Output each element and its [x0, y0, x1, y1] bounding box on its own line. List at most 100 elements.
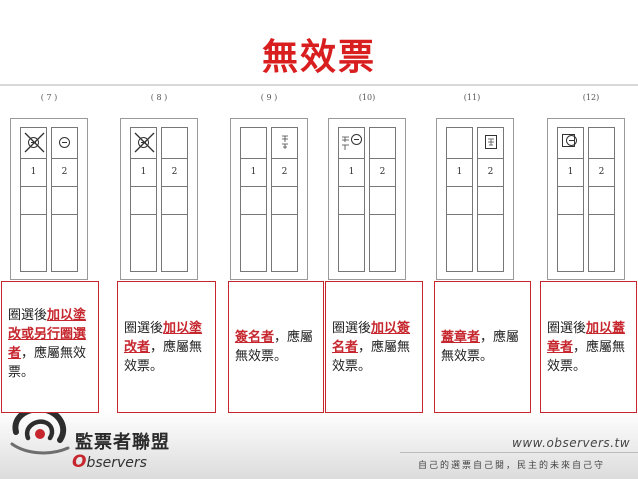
cross-out-icon [134, 132, 155, 153]
candidate-number: 1 [131, 158, 156, 187]
ballot-label-8: ( 8 ) [150, 93, 168, 102]
candidate-number: 1 [241, 158, 266, 187]
candidate-number: 2 [52, 158, 77, 187]
note-prefix: 圈選後 [332, 320, 372, 336]
mark-cell [272, 128, 297, 159]
logo-initial: O [72, 452, 87, 472]
photo-cell [21, 186, 46, 215]
footer-rule [400, 452, 638, 453]
ballot-9: 1 2 [230, 118, 308, 280]
note-prefix: 圈選後 [8, 308, 48, 323]
note-11: 蓋章者，應屬無效票。 [434, 281, 531, 413]
note-emphasis: 加以塗改者 [124, 320, 203, 355]
candidate-column-1: 1 [20, 127, 47, 272]
photo-cell [558, 186, 583, 215]
circle-mark-icon [566, 135, 577, 146]
mark-cell [478, 128, 503, 159]
ballot-10: 1 2 [328, 118, 406, 280]
candidate-number: 2 [478, 158, 503, 187]
ballot-label-9: ( 9 ) [260, 93, 278, 102]
candidate-column-1: 1 [240, 127, 267, 272]
mark-cell [339, 128, 364, 159]
candidate-column-1: 1 [446, 127, 473, 272]
note-prefix: 圈選後 [547, 320, 587, 336]
title-divider [0, 84, 638, 86]
candidate-column-2: 2 [588, 127, 615, 272]
circle-mark-icon [138, 137, 149, 148]
mark-cell [131, 128, 156, 159]
candidate-column-1: 1 [557, 127, 584, 272]
ballot-label-11: (11) [463, 93, 481, 102]
note-12: 圈選後加以蓋章者，應屬無效票。 [540, 281, 637, 413]
slogan: 自己的選票自己閱，民主的未來自己守 [418, 461, 606, 471]
footer-band [0, 410, 638, 479]
site-url[interactable]: www.observers.tw [512, 436, 631, 450]
candidate-column-2: 2 [369, 127, 396, 272]
photo-cell [589, 186, 614, 215]
candidate-number: 1 [21, 158, 46, 187]
candidate-column-2: 2 [51, 127, 78, 272]
photo-cell [478, 186, 503, 215]
ballot-11: 1 2 [436, 118, 514, 280]
note-emphasis: 加以簽名者 [332, 320, 411, 355]
ballot-7: 1 2 [10, 118, 88, 280]
mark-cell [447, 128, 472, 159]
note-emphasis: 加以蓋章者 [547, 320, 626, 355]
circle-mark-icon [28, 137, 39, 148]
ballot-12: 1 2 [547, 118, 625, 280]
note-emphasis: 加以塗改或另行圈選者 [8, 308, 87, 361]
mark-cell [162, 128, 187, 159]
candidate-number: 1 [339, 158, 364, 187]
photo-cell [339, 186, 364, 215]
photo-cell [131, 186, 156, 215]
candidate-number: 2 [589, 158, 614, 187]
signature-icon [282, 135, 288, 149]
note-suffix: ，應屬無效票。 [124, 339, 203, 374]
note-suffix: ，應屬無效票。 [441, 330, 520, 364]
candidate-number: 1 [447, 158, 472, 187]
note-prefix: 圈選後 [124, 320, 164, 336]
note-9: 簽名者，應屬無效票。 [228, 281, 324, 413]
note-emphasis: 蓋章者 [441, 330, 481, 345]
candidate-column-2: 2 [271, 127, 298, 272]
ballot-label-7: ( 7 ) [40, 93, 58, 102]
note-7: 圈選後加以塗改或另行圈選者，應屬無效票。 [1, 281, 99, 413]
slide-title: 無效票 [261, 37, 376, 78]
candidate-number: 2 [370, 158, 395, 187]
ballot-8: 1 2 [120, 118, 198, 280]
photo-cell [52, 186, 77, 215]
mark-cell [241, 128, 266, 159]
photo-cell [447, 186, 472, 215]
candidate-number: 2 [162, 158, 187, 187]
ballot-label-12: (12) [582, 93, 600, 102]
circle-mark-icon [59, 137, 70, 148]
mark-cell [558, 128, 583, 159]
candidate-number: 2 [272, 158, 297, 187]
mark-cell [589, 128, 614, 159]
note-10: 圈選後加以簽名者，應屬無效票。 [325, 281, 423, 413]
signature-icon [342, 136, 349, 150]
logo-chinese-name: 監票者聯盟 [75, 432, 170, 453]
mark-cell [370, 128, 395, 159]
mark-cell [21, 128, 46, 159]
cross-out-icon [24, 132, 45, 153]
logo-rest: bservers [86, 455, 147, 471]
ballot-label-10: (10) [358, 93, 376, 102]
note-suffix: ，應屬無效票。 [547, 339, 626, 374]
stamp-icon [485, 135, 497, 149]
photo-cell [241, 186, 266, 215]
logo-english-name: Observers [72, 452, 147, 472]
photo-cell [162, 186, 187, 215]
note-suffix: ，應屬無效票。 [332, 339, 411, 374]
mark-cell [52, 128, 77, 159]
candidate-column-1: 1 [338, 127, 365, 272]
note-8: 圈選後加以塗改者，應屬無效票。 [117, 281, 216, 413]
circle-mark-icon [351, 134, 362, 145]
photo-cell [272, 186, 297, 215]
candidate-column-2: 2 [161, 127, 188, 272]
candidate-column-1: 1 [130, 127, 157, 272]
note-emphasis: 簽名者 [235, 330, 275, 345]
note-suffix: ，應屬無效票。 [8, 346, 87, 380]
candidate-column-2: 2 [477, 127, 504, 272]
note-suffix: ，應屬無效票。 [235, 330, 314, 364]
